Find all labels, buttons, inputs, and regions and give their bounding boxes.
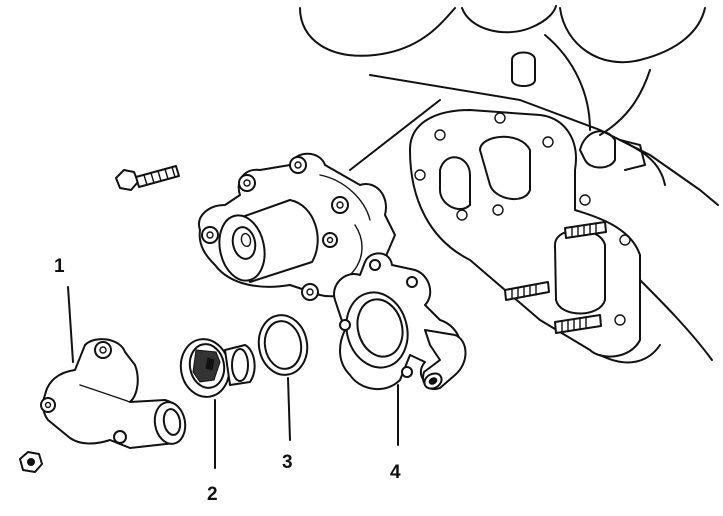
stud-lower — [554, 314, 602, 334]
callout-number-3: 3 — [282, 452, 293, 473]
bolt — [115, 165, 180, 191]
stud-middle — [504, 281, 550, 301]
engine-block — [299, 5, 719, 364]
callout-number-2: 2 — [207, 484, 218, 505]
thermostat-housing — [333, 252, 467, 391]
callout-1: 1 — [54, 256, 74, 363]
callout-2: 2 — [207, 399, 218, 505]
callout-number-1: 1 — [54, 256, 65, 277]
thermostat — [179, 338, 256, 398]
callout-3: 3 — [282, 377, 293, 473]
water-inlet-elbow — [40, 338, 187, 449]
callout-number-4: 4 — [390, 462, 401, 483]
gasket-ring — [257, 314, 309, 376]
water-pump — [198, 152, 396, 301]
callout-4: 4 — [390, 384, 401, 483]
nut — [19, 451, 43, 473]
stud-upper — [564, 221, 607, 239]
